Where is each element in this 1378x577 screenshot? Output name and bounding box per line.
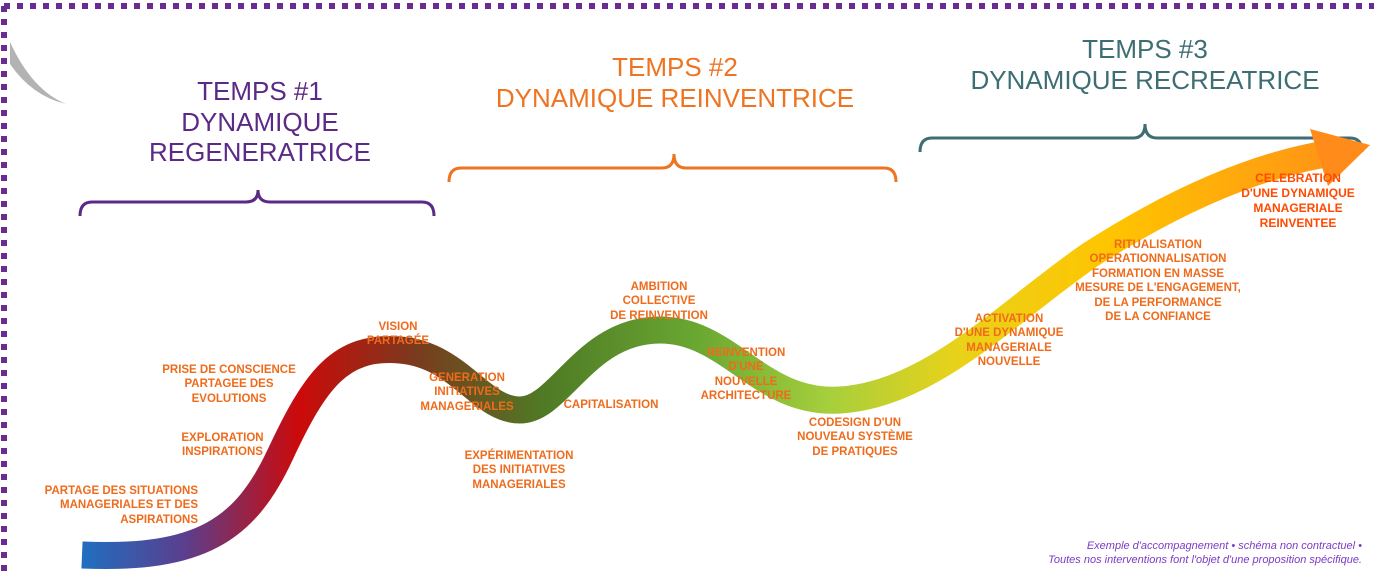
phase2-brace (447, 153, 898, 183)
phase1-brace (78, 189, 436, 217)
grey-swoosh-decoration (10, 42, 66, 104)
journey-path (81, 141, 1323, 570)
phase-1-name-line2: REGENERATRICE (149, 137, 371, 168)
step-vision-partagee: VISION PARTAGÉE (366, 321, 430, 348)
phase-3-label: TEMPS #3 (1082, 34, 1208, 64)
phase-1-name-line1: DYNAMIQUE (181, 106, 339, 137)
step-generation-initiatives: GENERATION INITIATIVES MANAGERIALES (420, 372, 514, 413)
phase-2-label: TEMPS #2 (612, 52, 738, 82)
step-codesign: CODESIGN D'UN NOUVEAU SYSTÈME DE PRATIQU… (797, 417, 913, 458)
phase-2-name: DYNAMIQUE REINVENTRICE (495, 82, 855, 113)
step-capitalisation: CAPITALISATION (563, 399, 659, 411)
phase-3-title: TEMPS #3 DYNAMIQUE RECREATRICE (930, 34, 1360, 95)
journey-arrowhead (1310, 129, 1370, 186)
step-ritualisation: RITUALISATION OPERATIONNALISATION FORMAT… (1075, 239, 1241, 323)
phase-3-name: DYNAMIQUE RECREATRICE (970, 64, 1320, 95)
step-ambition-collective: AMBITION COLLECTIVE DE REINVENTION (610, 281, 708, 322)
phase3-brace (918, 123, 1364, 153)
phase-1-title: TEMPS #1 DYNAMIQUE REGENERATRICE (130, 76, 390, 168)
disclaimer: Exemple d'accompagnement • schéma non co… (842, 539, 1362, 568)
step-activation: ACTIVATION D'UNE DYNAMIQUE MANAGERIALE N… (954, 313, 1064, 369)
phase-2-title: TEMPS #2 DYNAMIQUE REINVENTRICE (455, 52, 895, 113)
step-exploration: EXPLORATION INSPIRATIONS (181, 432, 264, 459)
step-reinvention-architecture: REINVENTION D'UNE NOUVELLE ARCHITECTURE (700, 347, 792, 403)
step-prise-de-conscience: PRISE DE CONSCIENCE PARTAGEE DES EVOLUTI… (162, 364, 296, 405)
disclaimer-line1: Exemple d'accompagnement • schéma non co… (1086, 540, 1362, 552)
disclaimer-line2: Toutes nos interventions font l'objet d'… (1048, 554, 1362, 567)
step-experimentation: EXPÉRIMENTATION DES INITIATIVES MANAGERI… (464, 450, 574, 491)
step-celebration: CELEBRATION D'UNE DYNAMIQUE MANAGERIALE … (1241, 171, 1355, 230)
phase-1-label: TEMPS #1 (197, 76, 323, 106)
step-partage-situations: PARTAGE DES SITUATIONS MANAGERIALES ET D… (44, 485, 198, 526)
